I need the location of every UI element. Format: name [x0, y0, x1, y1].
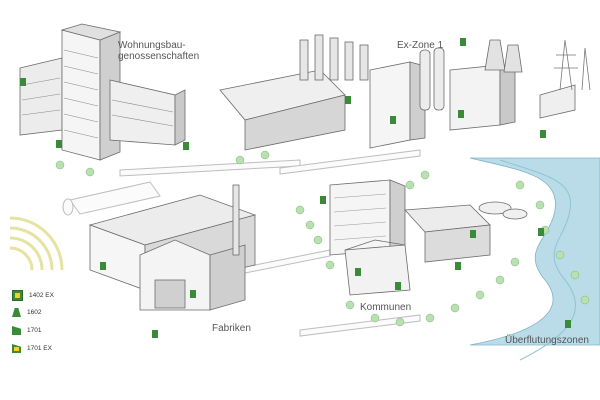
- housing-complex: [19, 23, 186, 161]
- trees: [55, 150, 590, 327]
- label-factories: Fabriken: [212, 323, 251, 334]
- legend-row-1701: 1701: [12, 326, 41, 335]
- legend-row-1402ex: 1402 EX: [12, 290, 54, 301]
- label-housing-line2: genossenschaften: [118, 51, 200, 62]
- antenna-tower-icon: [12, 308, 21, 317]
- river: [469, 157, 600, 346]
- legend-label: 1701 EX: [27, 345, 52, 352]
- legend-label: 1701: [27, 327, 42, 334]
- pipe-network: [62, 149, 421, 337]
- legend-row-1701ex: 1701 EX: [12, 344, 52, 353]
- exzone-plant: [219, 34, 591, 151]
- legend-row-1602: 1602: [12, 308, 41, 317]
- label-housing: Wohnungsbau- genossenschaften: [118, 40, 199, 62]
- legend-label: 1602: [27, 309, 42, 316]
- label-exzone: Ex-Zone 1: [397, 40, 444, 51]
- signal-arcs: [9, 216, 64, 271]
- sensor-markers: [20, 38, 571, 338]
- label-housing-line1: Wohnungsbau-: [118, 40, 186, 51]
- antenna-yellow-slant-icon: [12, 344, 21, 353]
- label-communities: Kommunen: [360, 302, 412, 313]
- antenna-slant-icon: [12, 326, 21, 335]
- community-buildings: [329, 179, 528, 296]
- legend-label: 1402 EX: [29, 292, 54, 299]
- label-flood-zones: Überflutungszonen: [505, 335, 589, 346]
- legend: 1402 EX 1602 1701 1701 EX: [0, 222, 64, 358]
- antenna-yellow-badge-icon: [12, 290, 23, 301]
